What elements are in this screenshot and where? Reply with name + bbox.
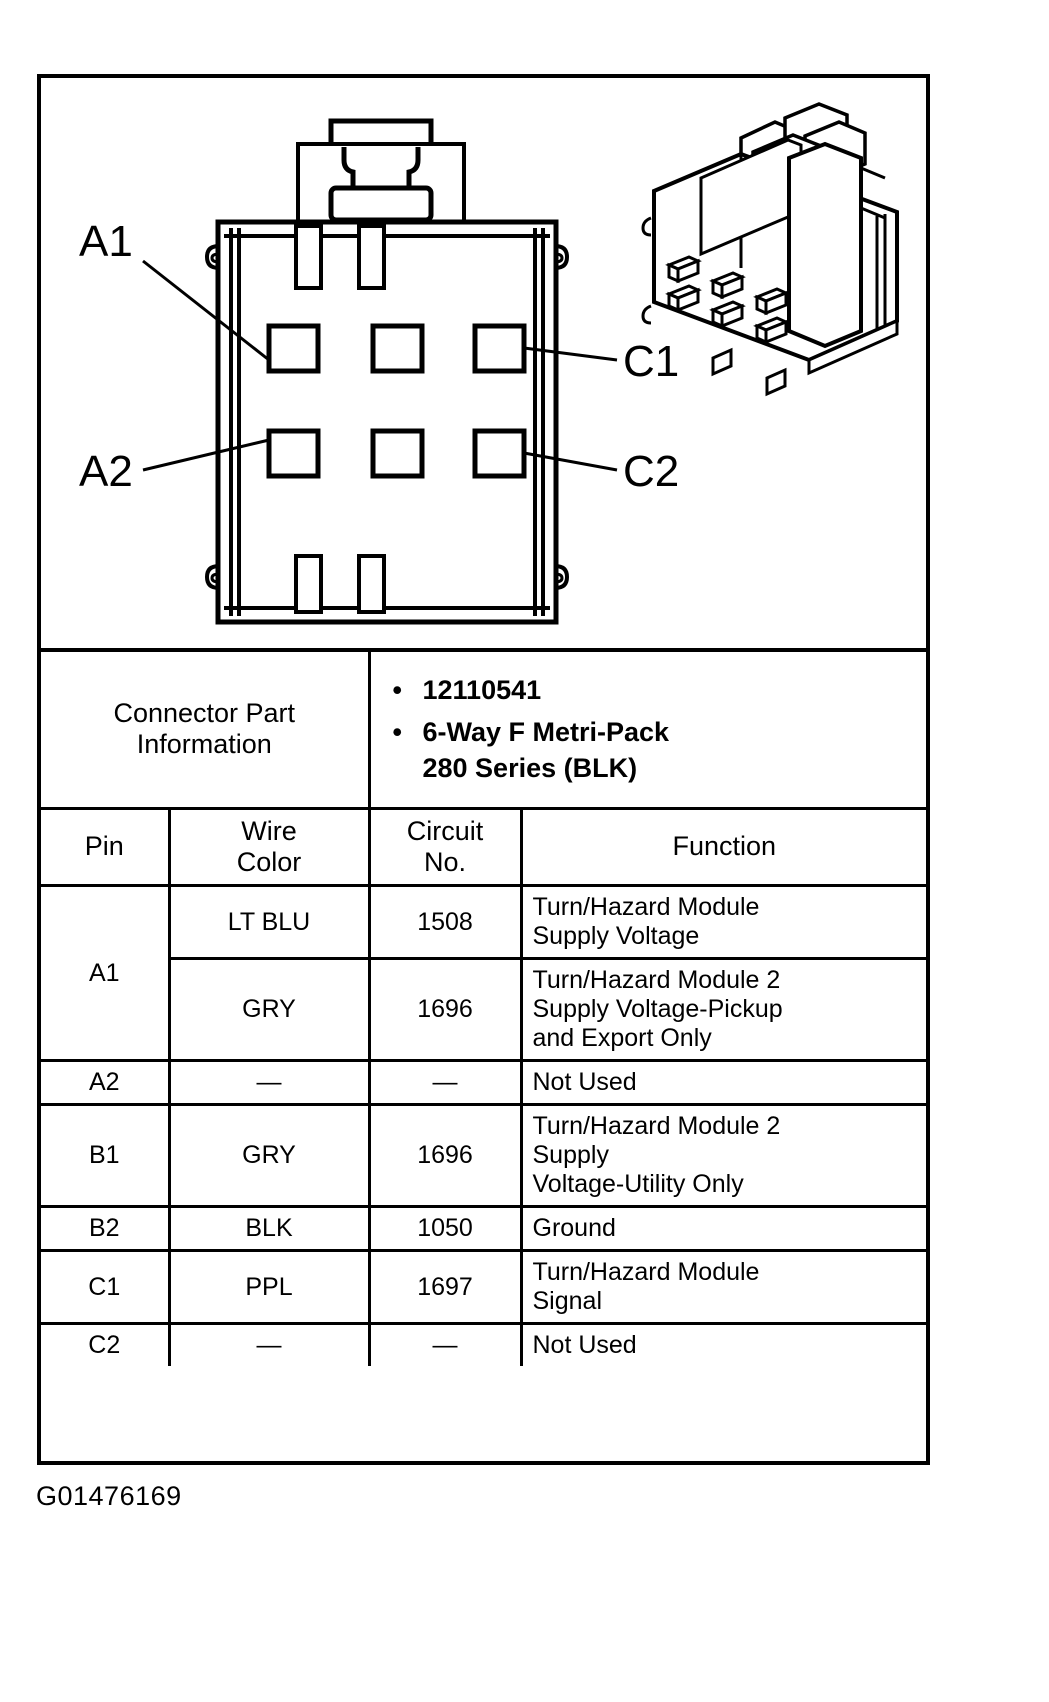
cavity-c2 <box>472 428 527 479</box>
cavity-c1 <box>472 323 527 374</box>
header-circuit-no-line1: Circuit <box>406 815 484 846</box>
cpi-description-line2: 280 Series (BLK) <box>422 753 638 784</box>
table-row: B1 GRY 1696 Turn/Hazard Module 2 Supply … <box>41 1103 926 1209</box>
function-line: and Export Only <box>532 1024 712 1053</box>
connector-illustration: A1 A2 C1 C2 <box>41 78 926 648</box>
callout-label-c2: C2 <box>623 447 679 496</box>
header-function: Function <box>519 806 926 888</box>
leader-c1 <box>523 346 618 362</box>
table-row: C1 PPL 1697 Turn/Hazard Module Signal <box>41 1249 926 1326</box>
cell-circuit-no: 1050 <box>367 1205 523 1253</box>
cell-pin: A1 <box>41 884 171 1063</box>
table-row: GRY 1696 Turn/Hazard Module 2 Supply Vol… <box>41 957 926 1063</box>
cavity-b1 <box>370 323 425 374</box>
connector-part-information-values: • 12110541 • 6-Way F Metri-Pack 280 Seri… <box>367 647 926 810</box>
cavity-b2 <box>370 428 425 479</box>
connector-part-information-row: Connector Part Information • 12110541 • … <box>41 647 926 810</box>
cell-wire-color: GRY <box>167 1103 371 1209</box>
cell-pin: C2 <box>41 1322 171 1367</box>
function-line: Supply Voltage <box>532 922 700 951</box>
leader-a2 <box>142 438 270 472</box>
function-line: Turn/Hazard Module <box>532 1258 760 1287</box>
callout-label-a1: A1 <box>79 217 133 266</box>
cpi-label-line2: Information <box>136 729 272 760</box>
cell-wire-color: BLK <box>167 1205 371 1253</box>
function-line: Signal <box>532 1287 603 1316</box>
callout-label-c1: C1 <box>623 337 679 386</box>
table-row: A1 LT BLU 1508 Turn/Hazard Module Supply… <box>41 884 926 1063</box>
connector-latch <box>296 118 466 226</box>
cell-pin: B1 <box>41 1103 171 1209</box>
leader-a1 <box>142 259 270 362</box>
connector-drawing: A1 A2 C1 C2 <box>79 102 899 625</box>
function-line: Turn/Hazard Module <box>532 893 760 922</box>
cell-pin: A2 <box>41 1059 171 1107</box>
connector-body-front-view <box>204 219 570 625</box>
callout-leader-lines <box>142 259 618 472</box>
cpi-bullet-part-number: • 12110541 <box>377 672 921 708</box>
cavity-a2 <box>266 428 321 479</box>
cpi-bullet-description: • 6-Way F Metri-Pack 280 Series (BLK) <box>377 714 921 786</box>
connector-pinout-table: Connector Part Information • 12110541 • … <box>41 647 926 1367</box>
cell-function: Turn/Hazard Module 2 Supply Voltage-Pick… <box>519 957 926 1063</box>
cell-function: Not Used <box>519 1322 926 1367</box>
cell-function: Turn/Hazard Module Signal <box>519 1249 926 1326</box>
cavity-a1 <box>266 323 321 374</box>
connector-information-sheet: A1 A2 C1 C2 Connector Part Information <box>37 74 930 1465</box>
cell-function: Turn/Hazard Module 2 Supply Voltage-Util… <box>519 1103 926 1209</box>
header-pin: Pin <box>41 806 171 888</box>
connector-isometric-view <box>641 102 899 397</box>
cell-circuit-no: 1508 <box>367 884 523 961</box>
function-line: Supply Voltage-Pickup <box>532 995 783 1024</box>
cell-circuit-no: 1696 <box>367 1103 523 1209</box>
callout-label-a2: A2 <box>79 447 133 496</box>
cell-function: Not Used <box>519 1059 926 1107</box>
table-header-row: Pin Wire Color Circuit No. Function <box>41 806 926 888</box>
cpi-label-line1: Connector Part <box>113 697 296 728</box>
function-line: Supply <box>532 1141 609 1170</box>
function-line: Turn/Hazard Module 2 <box>532 966 781 995</box>
cell-circuit-no: 1696 <box>367 957 523 1063</box>
cpi-description-line1: 6-Way F Metri-Pack <box>422 717 670 748</box>
table-row: B2 BLK 1050 Ground <box>41 1205 926 1253</box>
header-circuit-no: Circuit No. <box>367 806 523 888</box>
cell-wire-color: GRY <box>169 957 371 1063</box>
header-circuit-no-line2: No. <box>423 846 467 877</box>
cell-pin: B2 <box>41 1205 171 1253</box>
header-wire-color: Wire Color <box>167 806 371 888</box>
cell-wire-color: LT BLU <box>167 884 371 961</box>
bullet-icon: • <box>392 717 402 748</box>
table-row: A2 — — Not Used <box>41 1059 926 1107</box>
cell-wire-color: PPL <box>167 1249 371 1326</box>
figure-id-label: G01476169 <box>36 1481 182 1511</box>
header-wire-color-line1: Wire <box>241 815 297 846</box>
bullet-icon: • <box>392 675 402 705</box>
table-row: C2 — — Not Used <box>41 1322 926 1367</box>
function-line: Turn/Hazard Module 2 <box>532 1112 781 1141</box>
cell-function: Turn/Hazard Module Supply Voltage <box>519 884 926 961</box>
cell-function: Ground <box>519 1205 926 1253</box>
cell-circuit-no: — <box>367 1322 523 1367</box>
cell-pin: C1 <box>41 1249 171 1326</box>
connector-part-information-label: Connector Part Information <box>41 647 371 810</box>
cell-wire-color: — <box>167 1059 371 1107</box>
cell-circuit-no: — <box>367 1059 523 1107</box>
function-line: Voltage-Utility Only <box>532 1170 744 1199</box>
cell-wire-color: — <box>167 1322 371 1367</box>
cpi-part-number: 12110541 <box>422 675 542 705</box>
header-wire-color-line2: Color <box>236 846 302 877</box>
leader-c2 <box>523 451 618 472</box>
cell-circuit-no: 1697 <box>367 1249 523 1326</box>
